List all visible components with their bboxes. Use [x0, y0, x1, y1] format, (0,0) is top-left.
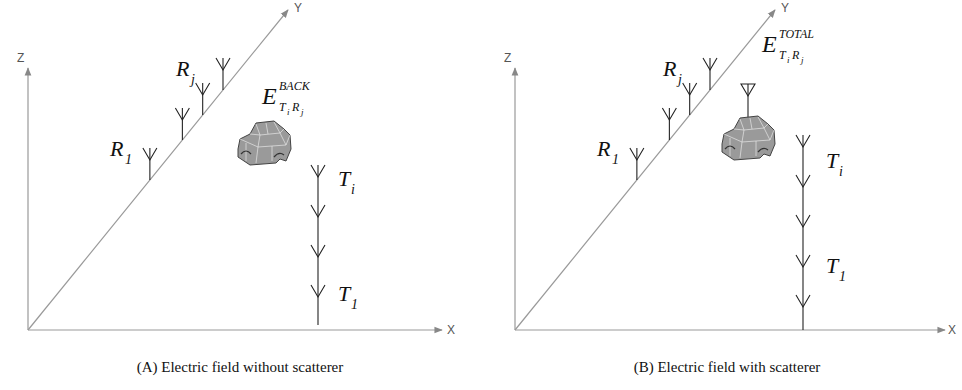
- car-wheels: [725, 146, 768, 152]
- antenna-stem: [636, 148, 637, 180]
- subscript: j: [678, 73, 682, 87]
- antenna-symbol: [703, 58, 717, 90]
- subscript: R: [292, 101, 299, 113]
- antenna-symbol: [796, 295, 810, 330]
- antenna-symbol: [175, 108, 189, 140]
- antenna-stem: [202, 83, 203, 115]
- antenna-stem: [709, 58, 710, 90]
- antenna-stem: [802, 295, 803, 330]
- antenna-stem: [317, 205, 318, 245]
- car-scatterer: [238, 116, 775, 165]
- antenna-symbol: [143, 148, 157, 180]
- antenna-stem: [802, 135, 803, 175]
- axis-label: Z: [17, 52, 24, 64]
- car-antenna: [741, 84, 755, 118]
- subscript: T: [779, 49, 786, 61]
- subscript: 1: [351, 298, 358, 312]
- antenna-symbol: [196, 83, 210, 115]
- antenna-stem: [669, 108, 670, 140]
- antenna-stem: [222, 58, 223, 90]
- antenna-symbol: [796, 135, 810, 175]
- antenna-symbol: [662, 108, 676, 140]
- axis-label: X: [948, 324, 956, 336]
- antenna-symbol: [683, 83, 697, 115]
- field-label: E: [262, 84, 277, 108]
- subscript: i: [351, 183, 355, 197]
- subscript: j: [301, 108, 304, 117]
- antenna-symbol: [311, 285, 325, 325]
- axis-label: Z: [504, 52, 511, 64]
- antenna-stem: [317, 245, 318, 285]
- subscript: 1: [612, 153, 619, 167]
- antenna-stem: [747, 84, 748, 118]
- subscript: R: [792, 49, 799, 61]
- caption: (B) Electric field with scatterer: [634, 360, 821, 375]
- car-body: [238, 121, 291, 165]
- subscript: 1: [125, 153, 132, 167]
- car-mesh-lines: [240, 122, 290, 163]
- car-mesh-lines: [724, 117, 774, 158]
- car-body: [722, 116, 775, 160]
- antenna-symbol: [311, 205, 325, 245]
- subscript: i: [787, 56, 790, 65]
- antenna-stem: [317, 165, 318, 205]
- antenna-symbol: [630, 148, 644, 180]
- antenna-label: T: [338, 168, 350, 190]
- antenna-stem: [317, 285, 318, 325]
- caption: (A) Electric field without scatterer: [137, 360, 344, 375]
- antenna-label: T: [338, 283, 350, 305]
- axes: [515, 10, 945, 330]
- subscript: i: [839, 165, 843, 179]
- antenna-symbol: [796, 175, 810, 215]
- subscript: 1: [839, 270, 846, 284]
- superscript: BACK: [279, 80, 310, 92]
- antenna-label: R: [597, 138, 610, 160]
- car-wheels: [241, 151, 284, 157]
- antenna-stem: [802, 255, 803, 295]
- antenna-symbol: [796, 255, 810, 295]
- axis-label: X: [447, 324, 455, 336]
- subscript: T: [279, 101, 286, 113]
- antenna-stem: [149, 148, 150, 180]
- antenna-label: T: [826, 150, 838, 172]
- antenna-stem: [182, 108, 183, 140]
- car-mesh: [722, 116, 775, 160]
- antenna-label: R: [176, 58, 189, 80]
- subscript: i: [287, 108, 290, 117]
- antenna-stem: [802, 175, 803, 215]
- axes: [28, 10, 442, 330]
- antenna-symbol: [796, 215, 810, 255]
- superscript: TOTAL: [779, 28, 814, 40]
- antenna-symbol: [311, 165, 325, 205]
- axis-label: Y: [294, 2, 302, 14]
- antenna-label: T: [826, 255, 838, 277]
- car-mesh: [238, 121, 291, 165]
- antenna-stem: [802, 215, 803, 255]
- field-label: E: [762, 32, 777, 56]
- antenna-arrays: [143, 58, 810, 330]
- antenna-symbol: [311, 245, 325, 285]
- antenna-label: R: [663, 58, 676, 80]
- subscript: j: [191, 73, 195, 87]
- antenna-label: R: [110, 138, 123, 160]
- axis-label: Y: [781, 2, 789, 14]
- subscript: j: [801, 56, 804, 65]
- antenna-symbol: [216, 58, 230, 90]
- antenna-stem: [689, 83, 690, 115]
